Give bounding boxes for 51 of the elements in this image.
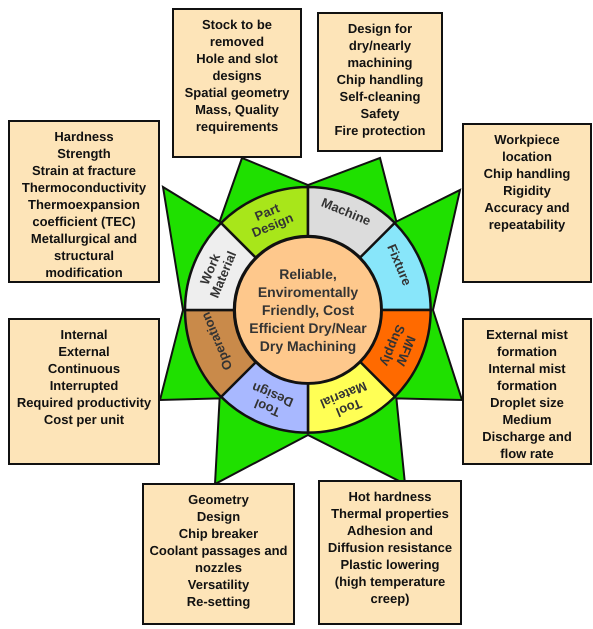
- list-item: Rigidity: [502, 182, 552, 199]
- list-item: Medium: [501, 411, 553, 428]
- list-item: External mist formation: [485, 326, 569, 360]
- list-item: Thermal properties: [330, 505, 450, 522]
- list-item: Design: [196, 508, 242, 525]
- list-item: Versatility: [186, 576, 250, 593]
- list-item: Cost per unit: [42, 411, 126, 428]
- list-item: Chip breaker: [178, 525, 260, 542]
- list-item: Strength: [56, 145, 112, 162]
- list-item: Mass, Quality requirements: [194, 101, 280, 135]
- list-item: Spatial geometry: [184, 84, 290, 101]
- segment-label: Fixture: [384, 241, 416, 290]
- list-item: Droplet size: [489, 394, 565, 411]
- list-item: Thermoconductivity: [20, 179, 148, 196]
- text-box: [8, 120, 160, 283]
- list-item: Metallurgical and structural modification: [30, 230, 138, 281]
- list-item: Geometry: [187, 491, 250, 508]
- segment-label: Part Design: [248, 198, 296, 241]
- text-box: [462, 318, 592, 465]
- list-item: Internal: [60, 326, 108, 343]
- text-box: [318, 480, 462, 625]
- list-item: Adhesion and Diffusion resistance: [326, 522, 454, 556]
- list-item: Interrupted: [48, 377, 120, 394]
- list-item: Thermoexpansion coefficient (TEC): [27, 196, 141, 230]
- list-item: Chip handling: [336, 71, 424, 88]
- list-item: Hole and slot designs: [195, 50, 279, 84]
- list-item: Required productivity: [16, 394, 152, 411]
- list-item: Design for dry/nearly machining: [346, 20, 414, 71]
- list-item: Coolant passages and nozzles: [148, 542, 288, 576]
- list-item: Stock to be removed: [200, 16, 274, 50]
- list-item: External: [57, 343, 111, 360]
- list-item: Hot hardness: [347, 488, 433, 505]
- list-item: Continuous: [46, 360, 122, 377]
- list-item: Discharge and flow rate: [481, 428, 573, 462]
- list-item: Fire protection: [333, 122, 426, 139]
- list-item: Strain at fracture: [30, 162, 138, 179]
- list-item: Plastic lowering (high temperature creep): [334, 556, 446, 607]
- text-box: [317, 12, 443, 152]
- text-box: [142, 483, 295, 625]
- text-box: [172, 8, 302, 158]
- list-item: Chip handling: [482, 165, 572, 182]
- list-item: Self-cleaning: [338, 88, 422, 105]
- list-item: Accuracy and repeatability: [483, 199, 571, 233]
- text-box: [462, 123, 592, 283]
- list-item: Re-setting: [186, 593, 252, 610]
- center-text: Reliable, Enviromentally Friendly, Cost Efficient Dry/Near Dry Machining: [248, 265, 368, 355]
- list-item: Hardness: [53, 128, 115, 145]
- list-item: Internal mist formation: [487, 360, 567, 394]
- list-item: Workpiece location: [493, 131, 561, 165]
- text-box: [8, 318, 160, 465]
- list-item: Safety: [359, 105, 401, 122]
